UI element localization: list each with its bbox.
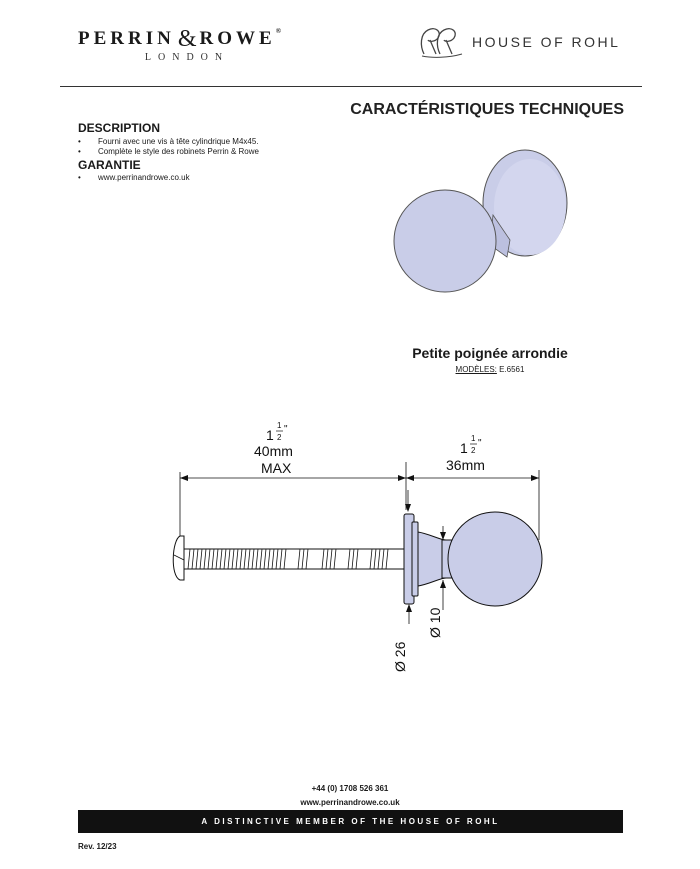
technical-drawing: 1 1 2 " 40mm MAX 1 1 2 " 36mm [172,421,543,672]
guarantee-list: www.perrinandrowe.co.uk [78,173,190,183]
guarantee-link[interactable]: www.perrinandrowe.co.uk [78,173,190,183]
contact-website[interactable]: www.perrinandrowe.co.uk [300,798,400,807]
dim-diameter-large: Ø 26 [392,641,408,672]
dim-diameter-small: Ø 10 [427,607,443,638]
description-list: Fourni avec une vis à tête cylindrique M… [78,137,259,157]
house-of-rohl-monogram-icon [420,28,463,58]
product-image-knob [393,149,568,293]
list-item: Fourni avec une vis à tête cylindrique M… [78,137,259,147]
dim-right-frac-num: 1 [471,434,476,443]
registered-mark: ® [275,26,281,35]
dim-left-frac-den: 2 [277,433,282,442]
footer-tagline: A DISTINCTIVE MEMBER OF THE HOUSE OF ROH… [201,817,500,826]
dim-left-frac-num: 1 [277,421,282,430]
guarantee-heading: GARANTIE [78,158,141,172]
description-heading: DESCRIPTION [78,121,161,135]
brand-location: LONDON [144,52,230,63]
product-models: MODÈLES: E.6561 [372,365,608,374]
dim-left-mm: 40mm [254,443,293,459]
list-item: Complète le style des robinets Perrin & … [78,147,259,157]
dim-left-inch: " [284,424,288,435]
product-name: Petite poignée arrondie [412,345,568,361]
dim-left-max: MAX [261,460,292,476]
brand-word-perrin: PERRIN [78,28,175,49]
footer-tagline-bar: A DISTINCTIVE MEMBER OF THE HOUSE OF ROH… [78,810,623,833]
section-title: CARACTÉRISTIQUES TECHNIQUES [350,101,624,118]
dim-right-frac-den: 2 [471,446,476,455]
contact-phone[interactable]: +44 (0) 1708 526 361 [311,784,389,793]
dim-left-whole: 1 [266,427,274,443]
models-label: MODÈLES: [455,365,497,374]
brand-ampersand: & [177,26,197,52]
dim-right-inch: " [478,438,482,449]
brand-house-of-rohl: HOUSE OF ROHL [472,34,621,50]
dim-right-whole: 1 [460,440,468,456]
brand-word-rowe: ROWE [199,28,276,49]
header-divider [60,86,642,87]
models-value: E.6561 [496,365,525,374]
brand-logo-perrin-rowe: PERRIN&ROWE® [78,24,281,52]
dim-right-mm: 36mm [446,457,485,473]
revision-label: Rev. 12/23 [78,842,117,851]
